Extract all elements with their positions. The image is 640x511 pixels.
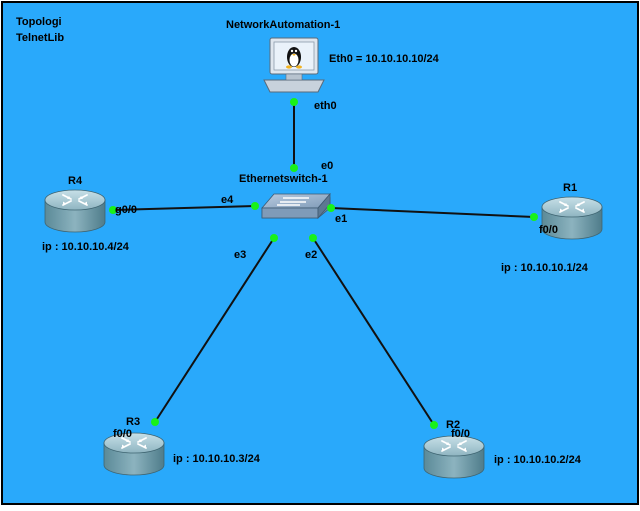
- switch-port-e3-label: e3: [234, 249, 246, 261]
- router-r2-node[interactable]: R2 f0/0 ip : 10.10.10.2/24: [423, 419, 582, 479]
- switch-port-e2-dot[interactable]: [309, 234, 317, 242]
- router-r1-port-dot[interactable]: [530, 213, 538, 221]
- switch-node[interactable]: e0 Ethernetswitch-1 e4 e1 e3 e2: [221, 160, 347, 261]
- router-r4-name: R4: [68, 175, 83, 187]
- link-switch-r1[interactable]: [330, 207, 535, 218]
- switch-port-e0-dot[interactable]: [290, 164, 298, 172]
- ethernet-switch-icon[interactable]: [261, 192, 331, 220]
- router-r2-port-label: f0/0: [451, 428, 470, 440]
- link-switch-r4[interactable]: [112, 205, 256, 211]
- pc-node[interactable]: NetworkAutomation-1 Eth0 = 10.10.10.10/2…: [226, 19, 440, 112]
- router-r1-ip-label: ip : 10.10.10.1/24: [501, 262, 589, 274]
- router-r2-port-dot[interactable]: [430, 421, 438, 429]
- router-r4-port-dot[interactable]: [109, 206, 117, 214]
- router-r2-name: R2: [446, 419, 460, 431]
- router-icon[interactable]: [423, 435, 485, 479]
- router-r2-ip-label: ip : 10.10.10.2/24: [494, 454, 582, 466]
- switch-port-e1-label: e1: [335, 213, 347, 225]
- pc-ip-label: Eth0 = 10.10.10.10/24: [329, 53, 440, 65]
- switch-port-e0-label: e0: [321, 160, 333, 172]
- pc-port-dot[interactable]: [290, 98, 298, 106]
- router-icon[interactable]: [44, 189, 106, 233]
- switch-port-e1-dot[interactable]: [327, 204, 335, 212]
- switch-port-e4-dot[interactable]: [251, 202, 259, 210]
- router-r1-port-label: f0/0: [539, 224, 558, 236]
- topology-title-line2: TelnetLib: [16, 32, 64, 44]
- pc-port-label: eth0: [314, 100, 337, 112]
- router-r1-name: R1: [563, 182, 577, 194]
- switch-port-e3-dot[interactable]: [270, 234, 278, 242]
- router-r3-port-dot[interactable]: [151, 418, 159, 426]
- link-switch-r3[interactable]: [154, 237, 275, 423]
- router-r4-node[interactable]: R4 g0/0 ip : 10.10.10.4/24: [42, 175, 137, 253]
- topology-title-line1: Topologi: [16, 16, 62, 28]
- link-switch-r2[interactable]: [312, 237, 435, 426]
- linux-pc-icon[interactable]: [263, 37, 325, 93]
- router-r3-port-label: f0/0: [113, 428, 132, 440]
- switch-port-e4-label: e4: [221, 194, 234, 206]
- switch-port-e2-label: e2: [305, 249, 317, 261]
- router-r3-name: R3: [126, 416, 140, 428]
- pc-name-label: NetworkAutomation-1: [226, 19, 340, 31]
- router-r1-node[interactable]: R1 f0/0 ip : 10.10.10.1/24: [501, 182, 603, 274]
- router-r4-port-label: g0/0: [115, 204, 137, 216]
- router-r3-ip-label: ip : 10.10.10.3/24: [173, 453, 261, 465]
- router-r4-ip-label: ip : 10.10.10.4/24: [42, 241, 130, 253]
- switch-name-label: Ethernetswitch-1: [239, 173, 328, 185]
- links: [112, 102, 535, 426]
- router-r3-node[interactable]: R3 f0/0 ip : 10.10.10.3/24: [103, 416, 261, 476]
